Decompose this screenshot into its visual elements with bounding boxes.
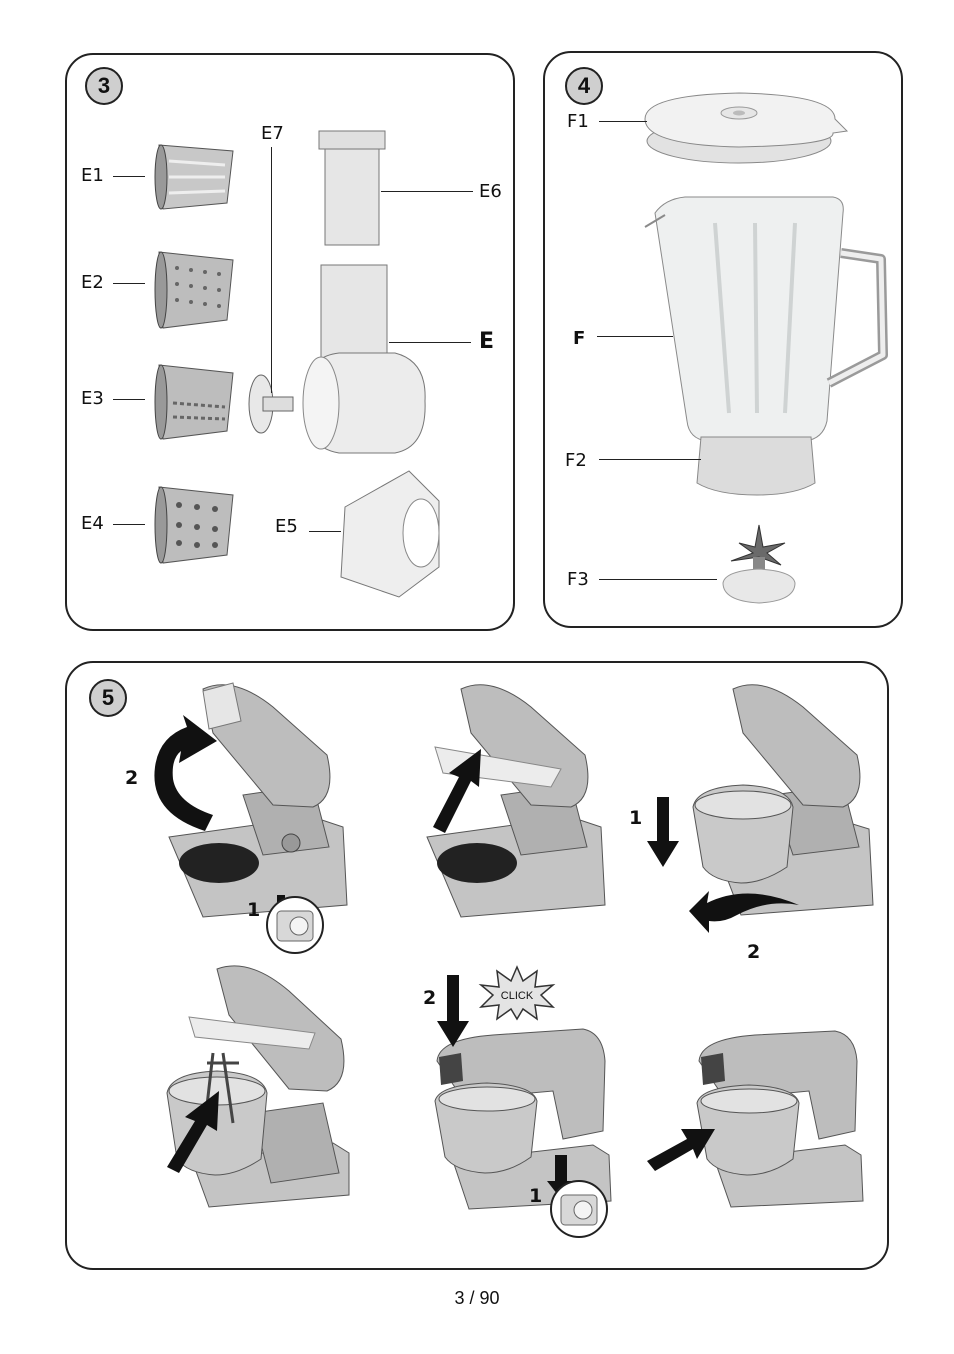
step-1-number-1: 1 bbox=[247, 899, 261, 921]
food-processor-body-e-image bbox=[302, 264, 426, 454]
leader-line-f2 bbox=[599, 459, 701, 460]
adapter-e7-image bbox=[248, 374, 294, 434]
leader-line-e6 bbox=[381, 191, 473, 192]
panel-5-number-badge: 5 bbox=[89, 679, 127, 717]
blender-jug-f-image bbox=[644, 196, 888, 496]
label-e3: E3 bbox=[81, 388, 104, 409]
step-3-number-2: 2 bbox=[747, 941, 761, 963]
cutting-drum-e1-image bbox=[154, 144, 234, 210]
label-e1: E1 bbox=[81, 165, 104, 186]
panel-4-number-badge: 4 bbox=[565, 67, 603, 105]
cutting-drum-e4-image bbox=[154, 486, 234, 564]
label-e5: E5 bbox=[275, 516, 298, 537]
step-1-number-2: 2 bbox=[125, 767, 139, 789]
leader-line-e3 bbox=[113, 399, 145, 400]
leader-line-f3 bbox=[599, 579, 717, 580]
pointer-arrow-icon bbox=[647, 1129, 715, 1171]
label-e6: E6 bbox=[479, 181, 502, 202]
rotate-bowl-arrow-icon bbox=[689, 891, 799, 933]
click-burst-icon: CLICK bbox=[478, 965, 556, 1021]
mixer-step-3-bowl-image bbox=[692, 684, 874, 916]
panel-3: 3 E1 E2 E3 bbox=[65, 53, 515, 631]
panel-3-number-badge: 3 bbox=[85, 67, 123, 105]
step-5-number-2: 2 bbox=[423, 987, 437, 1009]
panel-4: 4 F1 F F2 F3 bbox=[543, 51, 903, 628]
label-e2: E2 bbox=[81, 272, 104, 293]
leader-line-e5 bbox=[309, 531, 341, 532]
label-f3: F3 bbox=[567, 569, 589, 590]
step-3-number-1: 1 bbox=[629, 807, 643, 829]
leader-line-e7 bbox=[271, 147, 272, 393]
insert-whisk-arrow-icon bbox=[167, 1091, 219, 1173]
place-bowl-down-arrow-icon bbox=[647, 797, 679, 867]
mixer-step-2-splash-guard-image bbox=[426, 684, 606, 918]
mixer-step-6-assembled-image bbox=[696, 1030, 864, 1208]
label-f: F bbox=[573, 328, 586, 349]
mixer-step-1-head-raised-image bbox=[168, 682, 348, 918]
panel-5: 5 2 1 1 2 bbox=[65, 661, 889, 1270]
rotate-up-arrow-icon bbox=[154, 715, 217, 831]
label-e: E bbox=[479, 329, 495, 354]
leader-line-f bbox=[597, 336, 673, 337]
press-down-arrow-icon bbox=[437, 975, 469, 1047]
label-e7: E7 bbox=[261, 123, 284, 144]
cutting-drum-e2-image bbox=[154, 251, 234, 329]
label-f1: F1 bbox=[567, 111, 589, 132]
leader-line-e2 bbox=[113, 283, 145, 284]
page-number: 3 / 90 bbox=[454, 1288, 500, 1308]
pusher-e6-image bbox=[318, 130, 386, 246]
step-5-number-1: 1 bbox=[529, 1185, 543, 1207]
leader-line-e bbox=[389, 342, 471, 343]
cone-e5-image bbox=[340, 470, 440, 598]
label-e4: E4 bbox=[81, 513, 104, 534]
lock-button-zoom-icon bbox=[547, 1155, 608, 1238]
release-button-zoom-icon bbox=[266, 895, 324, 954]
leader-line-e4 bbox=[113, 524, 145, 525]
leader-line-f1 bbox=[599, 121, 647, 122]
click-text: CLICK bbox=[501, 990, 534, 1002]
leader-line-e1 bbox=[113, 176, 145, 177]
blade-unit-f3-image bbox=[722, 524, 796, 604]
label-f2: F2 bbox=[565, 450, 587, 471]
blender-lid-f1-image bbox=[644, 92, 849, 164]
insert-up-arrow-icon bbox=[433, 749, 481, 833]
cutting-drum-e3-image bbox=[154, 364, 234, 440]
